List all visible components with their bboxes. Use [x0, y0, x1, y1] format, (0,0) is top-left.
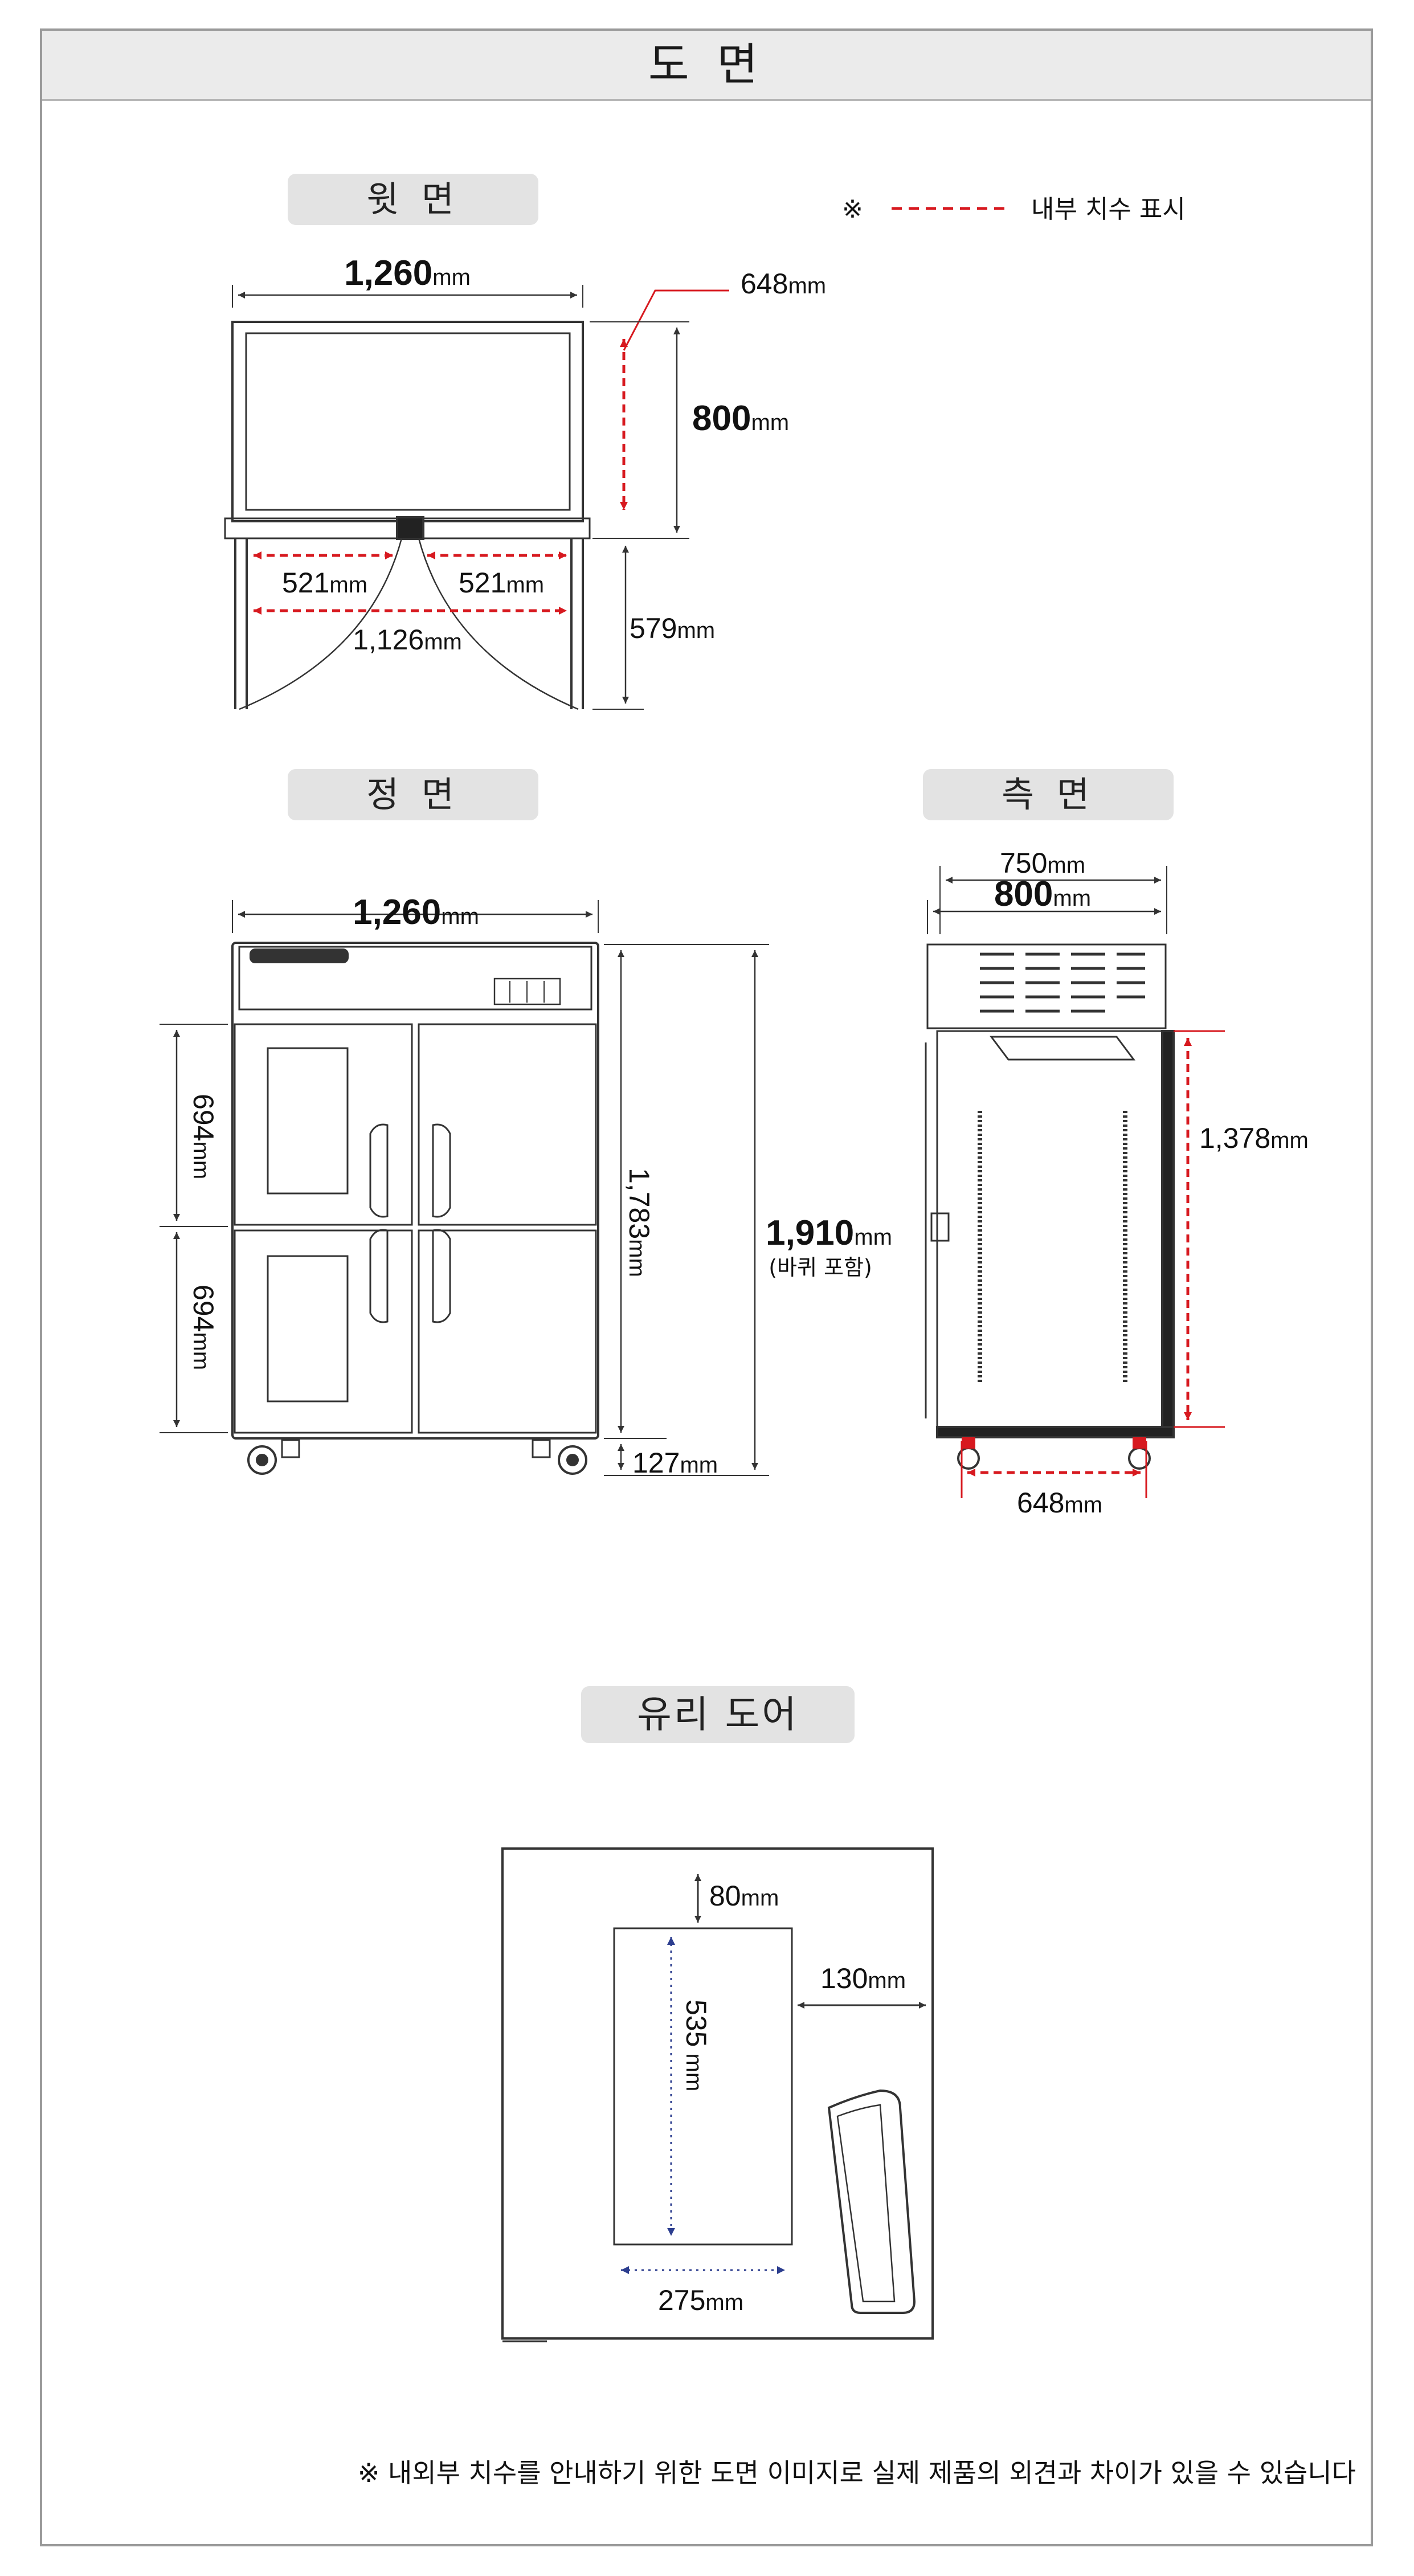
door-window-lower: [267, 1255, 349, 1403]
front-total-height-dim: 1,910mm: [766, 1213, 892, 1253]
top-depth-dim: 800mm: [692, 399, 789, 438]
front-view-brand-logo: [250, 948, 349, 963]
section-label-front-view: 정 면: [288, 769, 538, 820]
handle-upper-left: [369, 1123, 389, 1218]
side-inner-depth-dim: 648mm: [1017, 1487, 1102, 1519]
side-body-depth-dim: 750mm: [1000, 847, 1085, 879]
section-label-glass-door: 유리 도어: [581, 1686, 855, 1743]
front-view-body: [231, 942, 599, 1440]
page-title: 도 면: [648, 39, 765, 91]
footnote: ※ 내외부 치수를 안내하기 위한 도면 이미지로 실제 제품의 외견과 차이가…: [357, 2458, 1356, 2488]
glass-door-panel: [501, 1847, 934, 2340]
door-window-upper: [267, 1047, 349, 1195]
side-view-dimensions: 750mm 800mm 1,378mm 648mm: [927, 847, 1309, 1519]
top-width-dim: 1,260mm: [344, 253, 471, 293]
front-view-top-panel: [238, 946, 592, 1011]
side-view-top-unit: [926, 943, 1167, 1029]
top-door-swing-dim: 579mm: [630, 612, 715, 644]
glass-window-height-dim: 535 mm: [680, 2000, 712, 2091]
door-upper-left: [234, 1023, 413, 1226]
legend: ※ 내부 치수 표시: [842, 195, 1186, 224]
side-view-handle: [930, 1212, 950, 1242]
glass-door-dimensions: 80mm 535 mm 275mm 130mm: [621, 1874, 926, 2316]
title-bar: 도 면: [42, 31, 1371, 101]
side-view-base: [936, 1426, 1175, 1438]
side-depth-dim: 800mm: [994, 874, 1091, 914]
door-lower-right: [418, 1229, 597, 1434]
legend-symbol: ※: [842, 195, 863, 224]
side-view-evaporator: [990, 1036, 1135, 1061]
handle-upper-right: [432, 1123, 451, 1218]
front-view-control-panel: [493, 978, 561, 1005]
page-frame: [40, 28, 1373, 2546]
glass-door-window: [613, 1927, 793, 2246]
glass-door: [501, 1847, 934, 2342]
glass-handle-gap-dim: 130mm: [820, 1962, 906, 1994]
section-label-side-view: 측 면: [923, 769, 1174, 820]
side-view-rear-wall: [1161, 1030, 1175, 1434]
side-view: [925, 943, 1175, 1470]
side-view-cabinet: [936, 1030, 1163, 1434]
handle-lower-right: [432, 1229, 451, 1323]
glass-top-margin-dim: 80mm: [709, 1880, 779, 1912]
top-inner-width-dim: 1,126mm: [353, 624, 462, 656]
top-view-inner-body: [245, 332, 571, 511]
front-lower-door-dim: 694mm: [187, 1285, 219, 1370]
glass-door-handle: [827, 2089, 916, 2314]
top-view-dimensions: 1,260mm 648mm 800mm 521mm 521mm 1,126mm …: [232, 253, 826, 710]
front-upper-door-dim: 694mm: [187, 1094, 219, 1179]
top-view-outer-body: [231, 321, 584, 522]
top-door-right-dim: 521mm: [459, 567, 544, 599]
front-caster-dim: 127mm: [632, 1447, 718, 1479]
top-view-door-swing-left: [239, 538, 403, 710]
handle-lower-left: [369, 1229, 389, 1323]
top-view-center-latch: [396, 516, 424, 540]
top-inner-depth-dim: 648mm: [741, 268, 826, 300]
top-view-door-swing-right: [418, 538, 579, 710]
front-body-height-dim: 1,783mm: [623, 1168, 655, 1277]
glass-window-width-dim: 275mm: [658, 2284, 743, 2316]
caster-front-right: [558, 1445, 587, 1475]
front-view: [231, 942, 599, 1475]
front-width-dim: 1,260mm: [353, 893, 479, 932]
caster-front-left: [247, 1445, 277, 1475]
door-lower-left: [234, 1229, 413, 1434]
top-view: [224, 321, 591, 710]
side-view-vent-grille: [980, 952, 1145, 1013]
section-label-top-view: 윗 면: [288, 174, 538, 225]
front-total-height-note: (바퀴 포함): [769, 1255, 872, 1280]
legend-label: 내부 치수 표시: [1031, 195, 1186, 224]
front-view-dimensions: 1,260mm 694mm 694mm 1,783mm 127mm 1,910m…: [160, 893, 892, 1479]
top-door-left-dim: 521mm: [282, 567, 367, 599]
side-inner-height-dim: 1,378mm: [1199, 1122, 1309, 1154]
door-upper-right: [418, 1023, 597, 1226]
